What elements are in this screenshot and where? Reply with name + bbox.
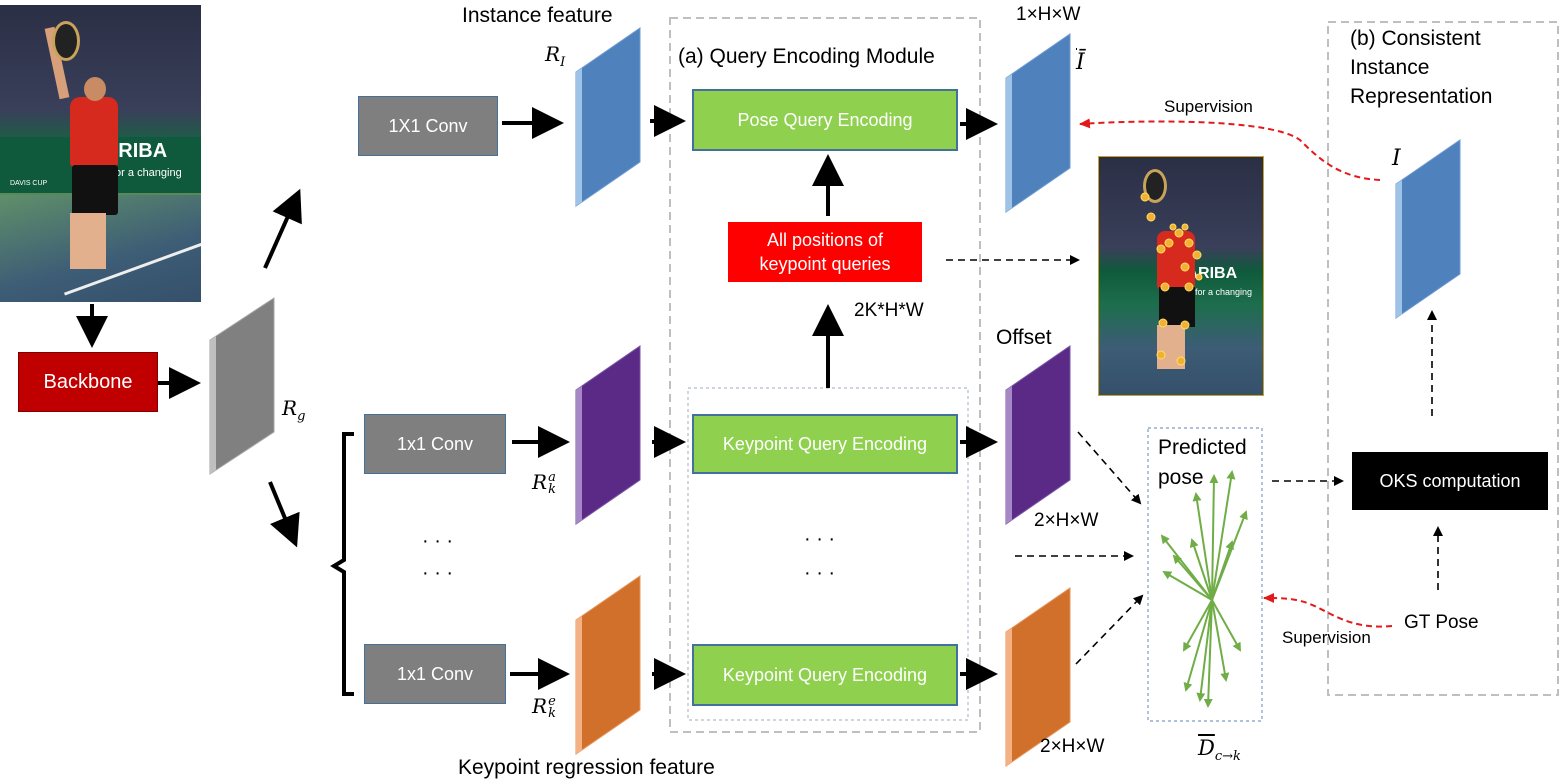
feature-plane-ri [575,27,641,207]
conv-e-block: 1x1 Conv [364,644,506,704]
pose-query-encoding-block: Pose Query Encoding [692,89,958,151]
module-b-title-line1: (b) Consistent [1350,27,1481,50]
module-b-title-line2: Instance [1350,56,1430,79]
input-image: PARIBA for a changing DAVIS CUP [0,5,201,302]
feature-plane-offset [1005,345,1071,525]
dashed-arrows [946,255,1443,665]
ellipsis-left-2: · · · [422,562,454,584]
banner-subtext: for a changing [112,167,182,179]
oks-computation-block: OKS computation [1352,452,1548,510]
keypoint-query-encoding-e-block: Keypoint Query Encoding [692,644,958,706]
r-ka-superscript: a [548,469,556,485]
keypoint-image: PARIBA for a changing [1098,156,1264,396]
r-i-label: RI [545,42,565,70]
feature-plane-rke [575,575,641,755]
r-ke-subscript: k [548,705,556,721]
banner-subtext-right: for a changing [1195,287,1253,297]
feature-plane-rka [575,345,641,525]
branch-bracket [330,432,354,696]
query-encoding-module-title: (a) Query Encoding Module [678,45,935,68]
racket [52,21,80,61]
feature-plane-i [1395,139,1461,319]
shape-2hw-e-label: 2×H×W [1040,736,1105,757]
ellipsis-left-1: · · · [422,530,454,552]
feature-plane-i-bar [1005,33,1071,213]
keypoint-query-encoding-a-block: Keypoint Query Encoding [692,414,958,474]
ellipsis-mid-2: · · · [804,562,836,584]
instance-feature-label: Instance feature [462,4,613,27]
r-i-subscript: I [560,55,566,70]
keypoint-markers [1140,192,1203,366]
query-encoding-module-region [669,17,981,733]
r-ke-superscript: e [548,693,556,709]
conv-a-block: 1x1 Conv [364,414,506,474]
predicted-pose-label-line1: Predicted [1158,436,1247,459]
thick-arrows [76,105,998,690]
supervision-top-label: Supervision [1164,97,1253,116]
offset-label: Offset [996,326,1052,349]
banner-logo-text: DAVIS CUP [10,180,48,187]
r-ke-symbol: R [532,694,548,718]
r-ka-symbol: R [532,470,548,494]
d-bar-label: Dc→k [1198,736,1241,764]
d-bar-subscript: c→k [1214,749,1241,765]
shape-1hw-label: 1×H×W [1016,4,1081,25]
module-b-title-line3: Representation [1350,85,1493,108]
predicted-pose-label-line2: pose [1158,466,1204,489]
conv-top-block: 1X1 Conv [358,96,498,156]
supervision-curve-top [1079,118,1381,181]
player-shirt [70,97,118,167]
keypoint-regression-feature-label: Keypoint regression feature [458,756,715,779]
d-bar-symbol: D [1198,736,1215,760]
r-ka-subscript: k [548,481,556,497]
feature-plane-offset-e [1005,587,1071,767]
feature-plane-rg [209,297,275,475]
predicted-pose-region [1147,427,1263,722]
r-g-label: Rg [282,396,305,424]
player-legs [70,213,106,269]
predicted-pose-vectors [1160,470,1248,708]
backbone-block: Backbone [18,352,158,412]
racket-right [1143,169,1167,203]
r-g-symbol: R [282,396,298,420]
ellipsis-mid-1: · · · [804,528,836,550]
all-positions-block: All positions of keypoint queries [728,222,922,282]
supervision-bottom-label: Supervision [1282,628,1371,647]
i-bar-symbol: Ī [1076,50,1085,75]
consistent-instance-region [1327,21,1559,696]
shape-2khw-label: 2K*H*W [854,300,924,321]
i-bar-label: Ī [1076,50,1085,75]
player-head [84,77,106,101]
r-i-symbol: R [545,42,561,66]
shape-2hw-a-label: 2×H×W [1034,510,1099,531]
r-g-subscript: g [297,409,306,424]
gt-pose-label: GT Pose [1404,612,1479,633]
i-script-label: I [1392,146,1401,171]
player-shorts [72,165,118,215]
